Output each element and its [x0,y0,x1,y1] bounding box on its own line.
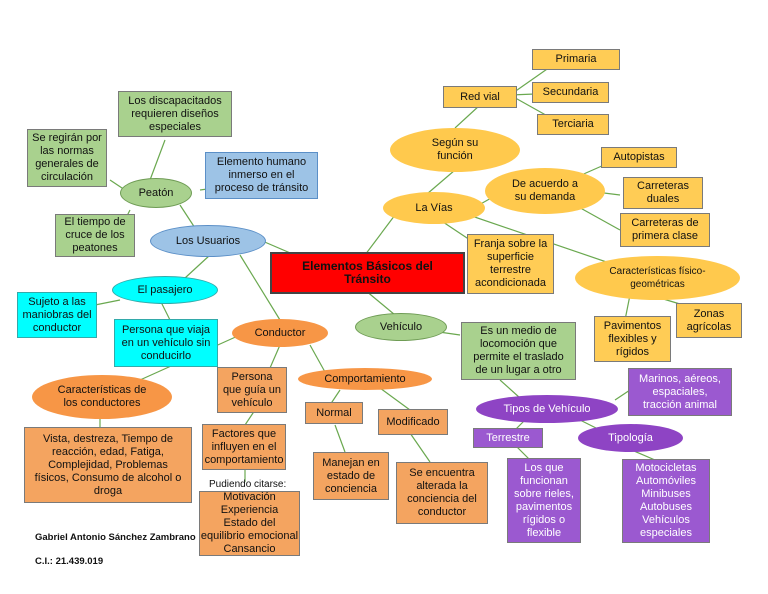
node-primaria: Primaria [532,49,620,70]
node-comportamiento: Comportamiento [298,368,432,390]
node-medio-locomocion: Es un medio de locomoción que permite el… [461,322,576,380]
node-tiempo-cruce: El tiempo de cruce de los peatones [55,214,135,257]
node-carreteras-primera: Carreteras de primera clase [620,213,710,247]
node-caracteristicas-fisico: Características físico- geométricas [575,256,740,300]
node-peaton: Peatón [120,178,192,208]
node-tipologia: Tipología [578,424,683,452]
node-sujeto: Sujeto a las maniobras del conductor [17,292,97,338]
node-motocicletas: Motocicletas Automóviles Minibuses Autob… [622,459,710,543]
node-discapacitados: Los discapacitados requieren diseños esp… [118,91,232,137]
node-carreteras-duales: Carreteras duales [623,177,703,209]
node-motivacion: Motivación Experiencia Estado del equili… [199,491,300,556]
node-el-pasajero: El pasajero [112,276,218,304]
node-segun-funcion: Según su función [390,128,520,172]
node-manejan: Manejan en estado de conciencia [313,452,389,500]
node-terciaria: Terciaria [537,114,609,135]
node-caracteristicas-conductores: Características de los conductores [32,375,172,419]
node-persona-guia: Persona que guía un vehículo [217,367,287,413]
node-terrestre: Terrestre [473,428,543,448]
node-demanda: De acuerdo a su demanda [485,168,605,214]
node-se-regiran: Se regirán por las normas generales de c… [27,129,107,187]
author-name: Gabriel Antonio Sánchez Zambrano [35,532,196,543]
node-normal: Normal [305,402,363,424]
label-pudiendo: Pudiendo citarse: [209,479,287,490]
node-conductor: Conductor [232,319,328,347]
node-autopistas: Autopistas [601,147,677,168]
node-elemento-humano: Elemento humano inmerso en el proceso de… [205,152,318,199]
node-factores: Factores que influyen en el comportamien… [202,424,286,470]
node-franja: Franja sobre la superficie terrestre aco… [467,234,554,294]
node-los-usuarios: Los Usuarios [150,225,266,257]
center-title: Elementos Básicos del Tránsito [270,252,465,294]
node-alterada: Se encuentra alterada la conciencia del … [396,462,488,524]
node-persona-viaja: Persona que viaja en un vehículo sin con… [114,319,218,367]
node-pavimentos: Pavimentos flexibles y rígidos [594,316,671,362]
node-modificado: Modificado [378,409,448,435]
node-vista-destreza: Vista, destreza, Tiempo de reacción, eda… [24,427,192,503]
node-zonas-agricolas: Zonas agrícolas [676,303,742,338]
node-red-vial: Red vial [443,86,517,108]
node-vehiculo: Vehículo [355,313,447,341]
author-id: C.I.: 21.439.019 [35,556,104,567]
node-las-vias: La Vías [383,192,485,224]
node-tipos-vehiculo: Tipos de Vehículo [476,395,618,423]
node-rieles: Los que funcionan sobre rieles, paviment… [507,458,581,543]
node-secundaria: Secundaria [532,82,609,103]
node-marinos: Marinos, aéreos, espaciales, tracción an… [628,368,732,416]
